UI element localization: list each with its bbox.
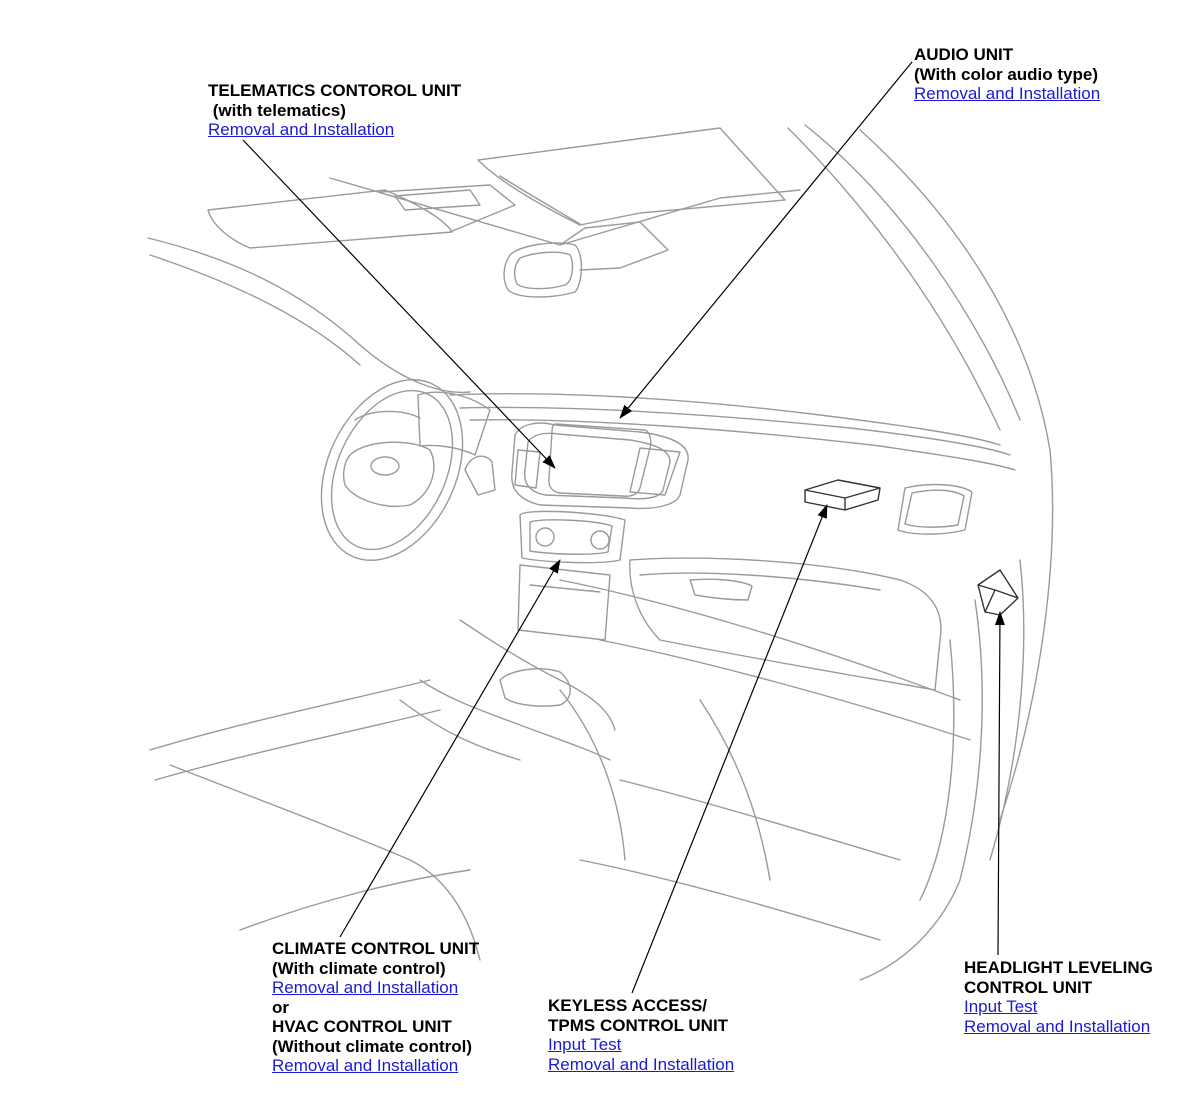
keyless-title-line1: KEYLESS ACCESS/ bbox=[548, 996, 708, 1015]
headlight-removal-link[interactable]: Removal and Installation bbox=[964, 1016, 1151, 1036]
leader-audio bbox=[619, 61, 913, 419]
leader-climate bbox=[339, 559, 561, 938]
telematics-removal-link[interactable]: Removal and Installation bbox=[208, 120, 395, 139]
leader-keyless bbox=[631, 504, 828, 994]
callout-keyless: KEYLESS ACCESS/ TPMS CONTROL UNIT Input … bbox=[548, 996, 734, 1074]
hvac-title: HVAC CONTROL UNIT bbox=[272, 1017, 452, 1036]
audio-subtitle: (With color audio type) bbox=[914, 64, 1099, 84]
hvac-removal-link[interactable]: Removal and Installation bbox=[272, 1056, 459, 1075]
callout-telematics: TELEMATICS CONTOROL UNIT (with telematic… bbox=[208, 81, 461, 140]
climate-removal-link[interactable]: Removal and Installation bbox=[272, 978, 459, 997]
headlight-input-test-link[interactable]: Input Test bbox=[964, 997, 1038, 1016]
interior-line-art bbox=[147, 124, 1054, 981]
headlight-title-line2: CONTROL UNIT bbox=[964, 977, 1093, 997]
telematics-subtitle: (with telematics) bbox=[208, 100, 346, 120]
leader-telematics bbox=[242, 139, 556, 469]
callout-audio: AUDIO UNIT (With color audio type) Remov… bbox=[914, 45, 1100, 104]
keyless-unit-shape bbox=[804, 479, 881, 511]
callout-climate: CLIMATE CONTROL UNIT (With climate contr… bbox=[272, 939, 479, 1076]
hvac-subtitle: (Without climate control) bbox=[272, 1036, 473, 1056]
keyless-removal-link[interactable]: Removal and Installation bbox=[548, 1054, 735, 1074]
callout-headlight: HEADLIGHT LEVELING CONTROL UNIT Input Te… bbox=[964, 958, 1153, 1036]
leader-headlight bbox=[994, 611, 1005, 956]
telematics-title: TELEMATICS CONTOROL UNIT bbox=[208, 81, 462, 100]
component-shapes bbox=[804, 479, 1019, 616]
keyless-input-test-link[interactable]: Input Test bbox=[548, 1035, 622, 1054]
headlight-title-line1: HEADLIGHT LEVELING bbox=[964, 958, 1153, 977]
climate-or-text: or bbox=[272, 997, 289, 1017]
headlight-leveling-unit-shape bbox=[977, 569, 1019, 616]
audio-title: AUDIO UNIT bbox=[914, 45, 1014, 64]
leader-lines bbox=[242, 61, 1005, 994]
audio-removal-link[interactable]: Removal and Installation bbox=[914, 84, 1101, 103]
climate-title: CLIMATE CONTROL UNIT bbox=[272, 939, 480, 958]
climate-subtitle: (With climate control) bbox=[272, 958, 446, 978]
keyless-title-line2: TPMS CONTROL UNIT bbox=[548, 1015, 729, 1035]
